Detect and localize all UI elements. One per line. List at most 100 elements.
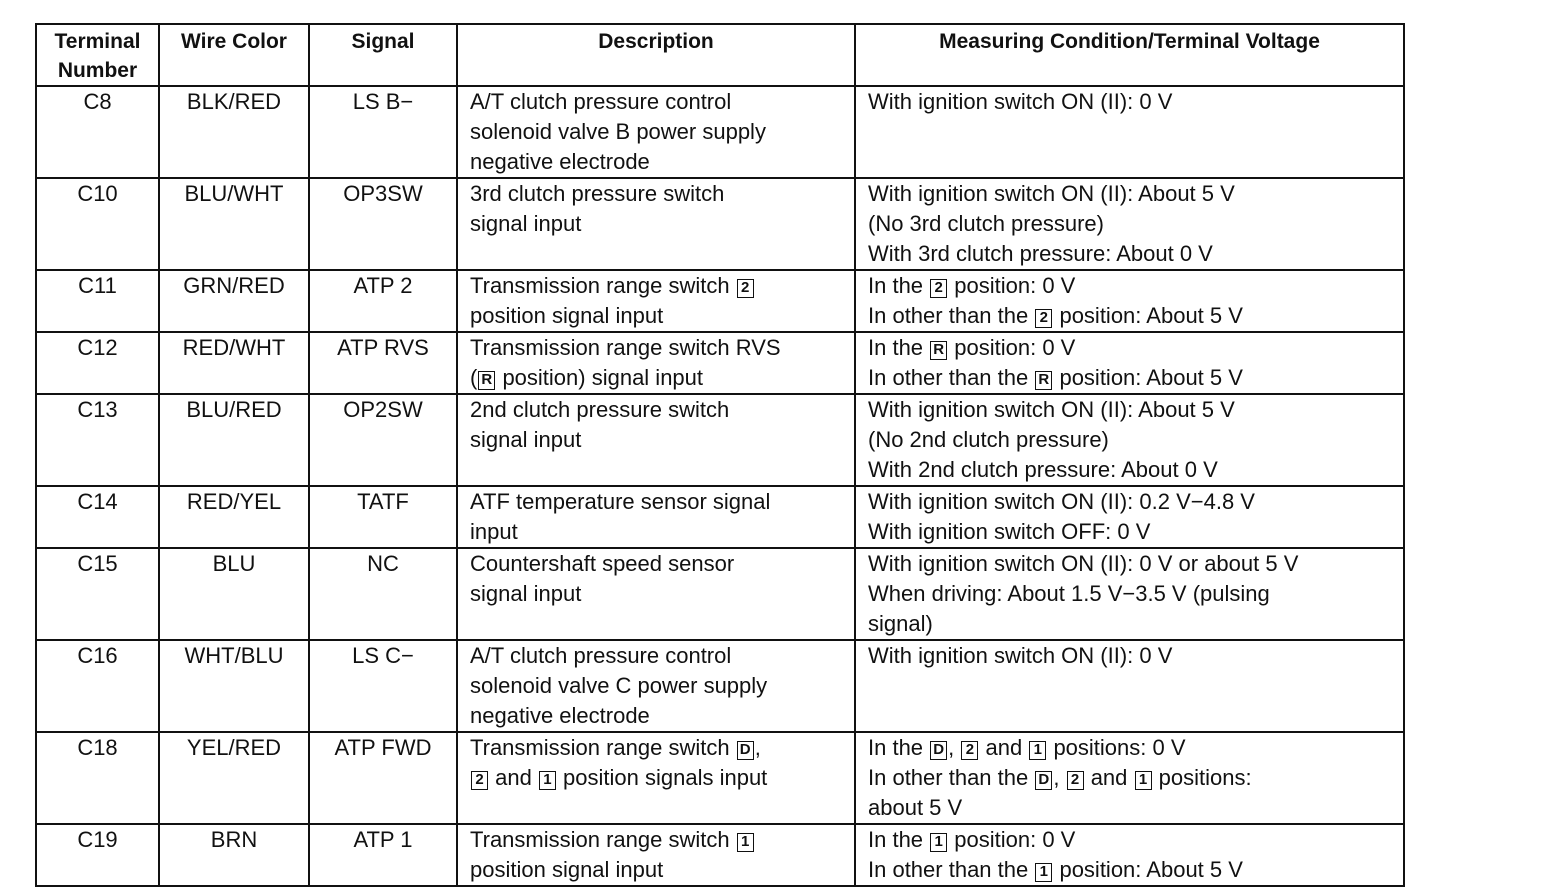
measuring-condition-line: In other than the R position: About 5 V bbox=[868, 365, 1243, 390]
description-line: 3rd clutch pressure switch bbox=[470, 181, 725, 206]
range-position-symbol: 2 bbox=[1035, 309, 1053, 328]
measuring-condition-line: With ignition switch ON (II): 0.2 V−4.8 … bbox=[868, 489, 1255, 514]
wire-color-cell: WHT/BLU bbox=[158, 639, 310, 733]
measuring-condition-line: With ignition switch ON (II): 0 V or abo… bbox=[868, 551, 1299, 576]
measuring-condition-line: about 5 V bbox=[868, 795, 963, 820]
signal-cell: LS C− bbox=[308, 639, 458, 733]
range-position-symbol: 2 bbox=[736, 279, 754, 298]
range-position-symbol: 1 bbox=[736, 833, 754, 852]
measuring-condition-cell: With ignition switch ON (II): 0 V bbox=[854, 639, 1405, 733]
description-cell: Transmission range switch RVS (R position… bbox=[456, 331, 856, 395]
measuring-condition-cell: In the D, 2 and 1 positions: 0 V In other… bbox=[854, 731, 1405, 825]
measuring-condition-line: In other than the 1 position: About 5 V bbox=[868, 857, 1243, 882]
description-line: signal input bbox=[470, 581, 582, 606]
range-position-symbol: R bbox=[478, 371, 496, 390]
wire-color-cell: BLU/WHT bbox=[158, 177, 310, 271]
wire-color-cell: BLU bbox=[158, 547, 310, 641]
description-line: solenoid valve C power supply bbox=[470, 673, 768, 698]
measuring-condition-line: In other than the D, 2 and 1 positions: bbox=[868, 765, 1252, 790]
description-line: Transmission range switch 1 bbox=[470, 825, 850, 855]
terminal-number-cell: C16 bbox=[35, 639, 160, 733]
description-line: Transmission range switch D, bbox=[470, 735, 761, 760]
description-line: Countershaft speed sensor bbox=[470, 551, 735, 576]
description-cell: Transmission range switch D, 2 and 1 posi… bbox=[456, 731, 856, 825]
signal-cell: ATP FWD bbox=[308, 731, 458, 825]
range-position-symbol: 1 bbox=[538, 771, 556, 790]
description-line: A/T clutch pressure control bbox=[470, 89, 732, 114]
description-line: A/T clutch pressure control bbox=[470, 643, 732, 668]
description-cell: ATF temperature sensor signal input bbox=[456, 485, 856, 549]
signal-cell: LS B− bbox=[308, 85, 458, 179]
range-position-symbol: D bbox=[736, 741, 754, 760]
header-terminal-number: Terminal Number bbox=[35, 23, 160, 87]
header-signal: Signal bbox=[308, 23, 458, 87]
description-line: negative electrode bbox=[470, 149, 650, 174]
range-position-symbol: R bbox=[930, 341, 948, 360]
measuring-condition-cell: With ignition switch ON (II): 0 V or abo… bbox=[854, 547, 1405, 641]
terminal-number-cell: C18 bbox=[35, 731, 160, 825]
signal-cell: OP2SW bbox=[308, 393, 458, 487]
measuring-condition-cell: With ignition switch ON (II): 0.2 V−4.8 … bbox=[854, 485, 1405, 549]
range-position-symbol: D bbox=[930, 741, 948, 760]
wire-color-cell: GRN/RED bbox=[158, 269, 310, 333]
terminal-number-cell: C14 bbox=[35, 485, 160, 549]
range-position-symbol: 1 bbox=[930, 833, 948, 852]
range-position-symbol: D bbox=[1035, 771, 1053, 790]
description-line: (R position) signal input bbox=[470, 365, 704, 390]
description-line: Transmission range switch 2 bbox=[470, 271, 850, 301]
description-line: Transmission range switch RVS bbox=[470, 335, 781, 360]
measuring-condition-line: With ignition switch ON (II): 0 V bbox=[868, 89, 1173, 114]
header-measuring-condition: Measuring Condition/Terminal Voltage bbox=[854, 23, 1405, 87]
signal-cell: ATP RVS bbox=[308, 331, 458, 395]
measuring-condition-line: In the R position: 0 V bbox=[868, 335, 1076, 360]
range-position-symbol: 1 bbox=[1134, 771, 1152, 790]
description-line: 2 and 1 position signals input bbox=[470, 763, 850, 793]
wire-color-cell: BRN bbox=[158, 823, 310, 887]
measuring-condition-line: With ignition switch ON (II): About 5 V bbox=[868, 397, 1235, 422]
description-cell: 2nd clutch pressure switch signal input bbox=[456, 393, 856, 487]
wire-color-cell: BLK/RED bbox=[158, 85, 310, 179]
range-position-symbol: 1 bbox=[1029, 741, 1047, 760]
measuring-condition-line: With ignition switch OFF: 0 V bbox=[868, 519, 1151, 544]
description-line: signal input bbox=[470, 427, 582, 452]
terminal-number-cell: C11 bbox=[35, 269, 160, 333]
wire-color-cell: RED/WHT bbox=[158, 331, 310, 395]
signal-cell: ATP 2 bbox=[308, 269, 458, 333]
range-position-symbol: 2 bbox=[961, 741, 979, 760]
measuring-condition-line: With 2nd clutch pressure: About 0 V bbox=[868, 457, 1218, 482]
wire-color-cell: YEL/RED bbox=[158, 731, 310, 825]
terminal-voltage-table: Terminal Number Wire Color Signal Descri… bbox=[35, 23, 1405, 887]
range-position-symbol: 2 bbox=[471, 771, 488, 790]
measuring-condition-cell: In the R position: 0 V In other than the … bbox=[854, 331, 1405, 395]
measuring-condition-line: (No 2nd clutch pressure) bbox=[868, 427, 1109, 452]
measuring-condition-line: In the D, 2 and 1 positions: 0 V bbox=[868, 735, 1186, 760]
measuring-condition-line: With 3rd clutch pressure: About 0 V bbox=[868, 241, 1213, 266]
signal-cell: TATF bbox=[308, 485, 458, 549]
description-line: input bbox=[470, 519, 518, 544]
terminal-number-cell: C10 bbox=[35, 177, 160, 271]
range-position-symbol: R bbox=[1035, 371, 1053, 390]
measuring-condition-line: signal) bbox=[868, 611, 933, 636]
range-position-symbol: 2 bbox=[930, 279, 948, 298]
description-line: ATF temperature sensor signal bbox=[470, 489, 771, 514]
measuring-condition-line: (No 3rd clutch pressure) bbox=[868, 211, 1104, 236]
measuring-condition-line: With ignition switch ON (II): About 5 V bbox=[868, 181, 1235, 206]
terminal-number-cell: C8 bbox=[35, 85, 160, 179]
header-row: Terminal Number Wire Color Signal Descri… bbox=[35, 23, 1405, 87]
measuring-condition-line: With ignition switch ON (II): 0 V bbox=[868, 643, 1173, 668]
terminal-number-cell: C19 bbox=[35, 823, 160, 887]
description-line: 2nd clutch pressure switch bbox=[470, 397, 730, 422]
